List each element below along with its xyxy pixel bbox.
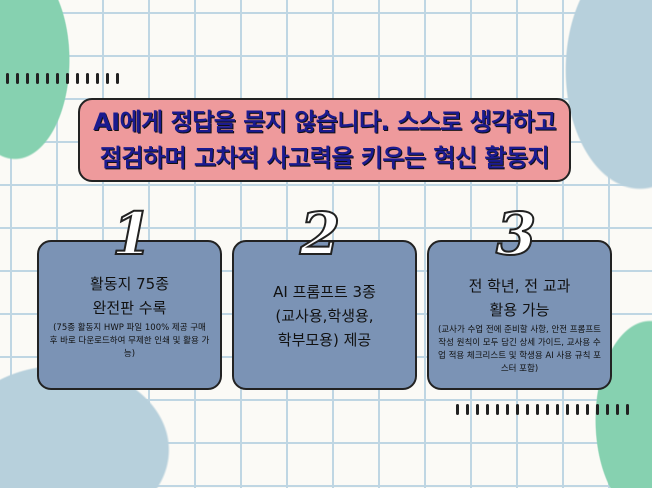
number-2-icon: 2 xyxy=(299,199,341,269)
card-heading: 활용 가능 xyxy=(489,301,550,319)
dash-row-top xyxy=(6,73,119,84)
headline-line-1: AI에게 정답을 묻지 않습니다. 스스로 생각하고 xyxy=(93,108,556,136)
card-heading: 완전판 수록 xyxy=(92,299,167,317)
card-detail: (75종 활동지 HWP 파일 100% 제공 구매 후 바로 다운로드하여 무… xyxy=(49,323,210,359)
number-3-icon: 3 xyxy=(495,199,537,269)
feature-card-2: AI 프롬프트 3종 (교사용,학생용, 학부모용) 제공 xyxy=(232,240,417,390)
card-heading: 학부모용) 제공 xyxy=(277,331,372,349)
card-heading: 활동지 75종 xyxy=(89,275,170,293)
card-heading: AI 프롬프트 3종 xyxy=(273,283,376,301)
dash-row-bottom xyxy=(456,404,629,415)
feature-card-3: 전 학년, 전 교과 활용 가능 (교사가 수업 전에 준비할 사항, 안전 프… xyxy=(427,240,612,390)
card-heading: 전 학년, 전 교과 xyxy=(468,277,571,295)
card-detail: (교사가 수업 전에 준비할 사항, 안전 프롬프트 작성 원칙이 모두 담긴 … xyxy=(438,325,601,374)
feature-card-1: 활동지 75종 완전판 수록 (75종 활동지 HWP 파일 100% 제공 구… xyxy=(37,240,222,390)
number-1-icon: 1 xyxy=(111,199,153,269)
headline-banner: AI에게 정답을 묻지 않습니다. 스스로 생각하고 점검하며 고차적 사고력을… xyxy=(78,98,571,182)
card-heading: (교사용,학생용, xyxy=(275,307,374,325)
headline-line-2: 점검하며 고차적 사고력을 키우는 혁신 활동지 xyxy=(99,144,550,172)
